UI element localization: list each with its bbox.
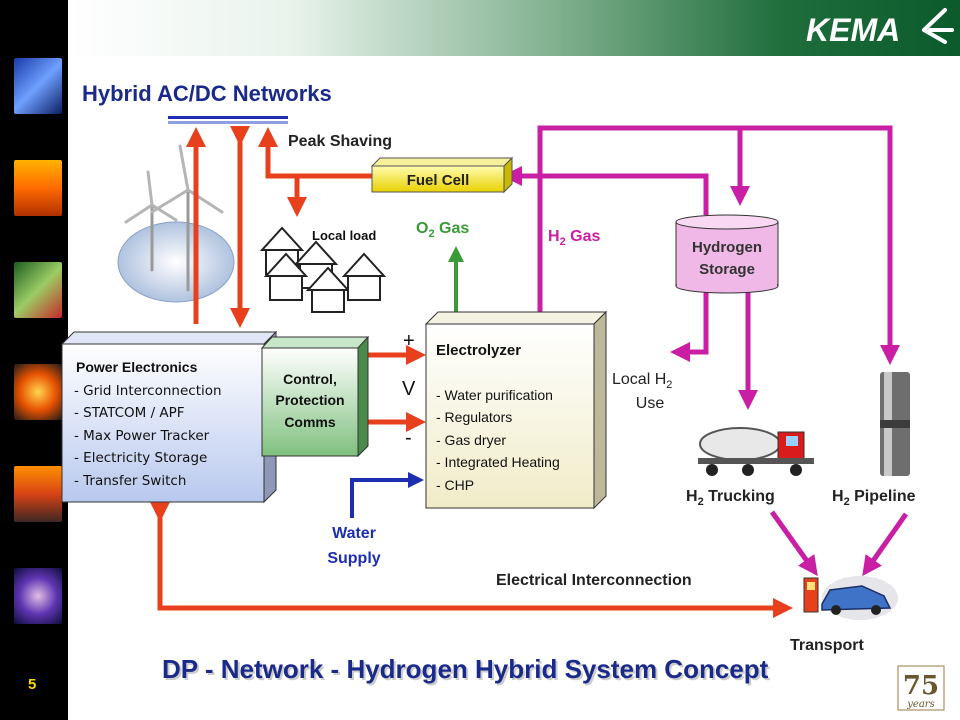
o2-gas-label: O2 Gas xyxy=(416,220,469,240)
h2-pipeline-image xyxy=(880,372,910,476)
power-electronics-title: Power Electronics xyxy=(76,359,198,375)
pe-item-transfer-switch: - Transfer Switch xyxy=(74,473,186,489)
flame-thumbnail xyxy=(14,466,62,522)
badge-word: years xyxy=(906,699,934,710)
wind-farm-image xyxy=(117,136,236,306)
pipeline-to-transport-arrow xyxy=(862,512,909,577)
hydrogen-lines xyxy=(502,125,909,577)
circuit-thumbnail xyxy=(14,58,62,114)
h2-to-pipeline-line xyxy=(537,125,900,365)
control-label-2: Protection xyxy=(275,392,344,408)
control-protection-box: Control, Protection Comms xyxy=(260,335,370,458)
hydrogen-storage-label-1: Hydrogen xyxy=(692,239,762,256)
transport-label: Transport xyxy=(790,637,864,654)
badge-number: 75 xyxy=(903,671,939,701)
electrical-interconnection-label: Electrical Interconnection xyxy=(496,572,692,589)
local-h2-use-arrow xyxy=(670,290,709,362)
h2-truck-image xyxy=(692,414,826,484)
electrolyzer-item-chp: - CHP xyxy=(436,477,474,493)
water-supply-arrow xyxy=(350,472,424,518)
network-title: Hybrid AC/DC Networks xyxy=(82,81,332,106)
h2-pipeline-label: H2 Pipeline xyxy=(832,488,916,508)
hydrogen-storage-label-2: Storage xyxy=(699,261,755,278)
electrolyzer-item-regulators: - Regulators xyxy=(436,409,512,425)
local-h2-use-label: Local H2 xyxy=(612,371,672,391)
peak-shaving-label: Peak Shaving xyxy=(288,133,392,150)
kema-logo: KEMA xyxy=(806,8,954,48)
pe-item-electricity-storage: - Electricity Storage xyxy=(74,450,207,466)
header-bar xyxy=(68,0,960,56)
dc-voltage-label: V xyxy=(402,378,416,400)
footer-title: DP - Network - Hydrogen Hybrid System Co… xyxy=(162,654,769,684)
fiber-optics-thumbnail xyxy=(14,568,62,624)
ac-dc-busbar xyxy=(168,116,288,124)
kema-logo-mark xyxy=(922,8,954,44)
trucking-to-transport-arrow xyxy=(769,510,818,577)
dc-minus-label: - xyxy=(405,427,412,449)
pe-item-statcom: - STATCOM / APF xyxy=(74,405,185,421)
fuel-cell-label: Fuel Cell xyxy=(407,172,470,189)
anniversary-badge: 75 years xyxy=(897,665,945,711)
globe-thumbnail xyxy=(14,364,62,420)
local-load-image: Local load xyxy=(258,220,388,313)
h2-gas-label: H2 Gas xyxy=(548,228,600,248)
electrical-interconnection-arrow xyxy=(150,502,793,618)
pe-item-grid-interconnection: - Grid Interconnection xyxy=(74,383,222,399)
fuel-cell-box: Fuel Cell xyxy=(370,156,514,194)
control-label-3: Comms xyxy=(284,414,336,430)
pe-item-max-power-tracker: - Max Power Tracker xyxy=(74,428,210,444)
electrolyzer-box: Electrolyzer - Water purification - Regu… xyxy=(424,310,608,510)
kema-logo-text: KEMA xyxy=(806,12,900,48)
electrolyzer-item-water-purification: - Water purification xyxy=(436,387,553,403)
local-h2-use-label-2: Use xyxy=(636,395,665,412)
electrolyzer-item-gas-dryer: - Gas dryer xyxy=(436,432,506,448)
h2-to-fuel-cell-arrow xyxy=(502,166,709,215)
wind-turbine-thumbnail xyxy=(14,160,62,216)
dc-plus-label: + xyxy=(403,330,415,352)
fuel-cell-to-load-arrow xyxy=(287,173,372,217)
local-load-label: Local load xyxy=(312,228,376,243)
electrolyzer-item-integrated-heating: - Integrated Heating xyxy=(436,454,560,470)
power-arrows xyxy=(150,126,793,618)
control-label-1: Control, xyxy=(283,371,337,387)
h2-trucking-label: H2 Trucking xyxy=(686,488,775,508)
footer-title-shadow: DP - Network - Hydrogen Hybrid System Co… xyxy=(164,656,771,686)
electrolyzer-title: Electrolyzer xyxy=(436,342,521,359)
left-image-strip: 5 xyxy=(0,0,68,720)
circuit-board-thumbnail xyxy=(14,262,62,318)
transport-image xyxy=(803,576,898,620)
slide-number: 5 xyxy=(28,676,37,693)
water-supply-label-2: Supply xyxy=(327,550,380,567)
hydrogen-storage-tank: Hydrogen Storage xyxy=(675,214,779,294)
water-supply-label-1: Water xyxy=(332,525,376,542)
power-electronics-box: Power Electronics - Grid Interconnection… xyxy=(60,330,278,504)
